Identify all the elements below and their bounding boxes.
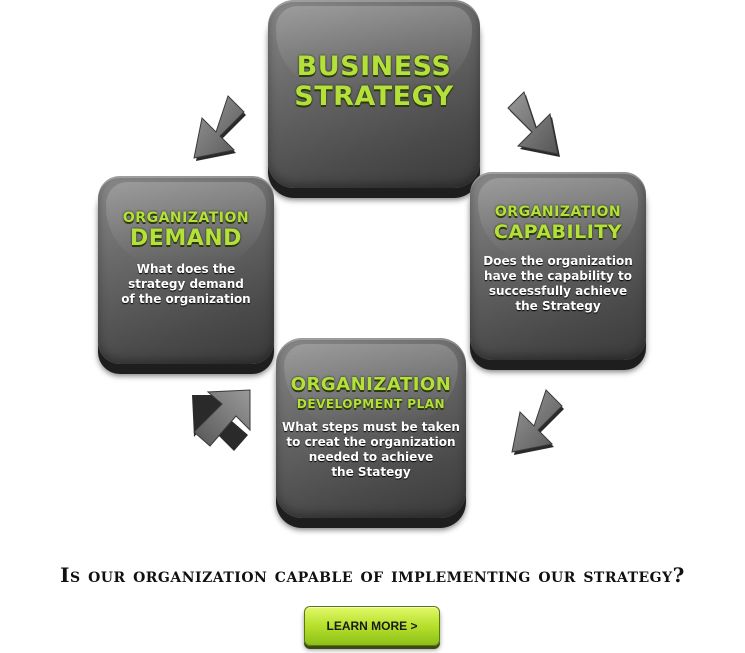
desc-line: the Stategy [331,465,411,479]
desc-line: to creat the organization [286,435,456,449]
organization-development-plan-block: ORGANIZATION DEVELOPMENT PLAN What steps… [276,338,466,518]
desc-line: successfully achieve [488,284,628,298]
organization-capability-description: Does the organization have the capabilit… [470,254,646,314]
organization-capability-title-big: CAPABILITY [494,221,622,243]
business-strategy-title-line1: BUSINESS [296,51,452,82]
business-strategy-title-line2: STRATEGY [294,81,454,112]
organization-development-description: What steps must be taken to creat the or… [276,420,466,480]
desc-line: Does the organization [483,254,633,268]
arrow-down-right-icon [507,91,560,157]
question-heading: Is our organization capable of implement… [60,563,685,587]
desc-line: strategy demand [128,277,244,291]
organization-development-title-big: ORGANIZATION [290,374,452,395]
organization-demand-title-big: DEMAND [130,226,242,251]
organization-capability-title-small: ORGANIZATION [494,204,622,220]
arrow-down-left-icon [511,389,564,455]
desc-line: the Strategy [515,299,601,313]
desc-line: have the capability to [484,269,632,283]
learn-more-button[interactable]: LEARN MORE > [304,606,440,646]
desc-line: of the organization [121,292,251,306]
organization-development-title-small: DEVELOPMENT PLAN [296,397,446,411]
organization-demand-title-small: ORGANIZATION [122,210,250,226]
arrow-down-left-icon [193,95,246,161]
desc-line: What does the [136,262,236,276]
organization-demand-block: ORGANIZATION DEMAND What does the strate… [98,176,274,364]
organization-demand-description: What does the strategy demand of the org… [98,262,274,307]
desc-line: needed to achieve [308,450,434,464]
arrow-up-left-icon [192,389,251,451]
organization-capability-block: ORGANIZATION CAPABILITY Does the organiz… [470,172,646,360]
desc-line: What steps must be taken [282,420,460,434]
business-strategy-block: BUSINESS STRATEGY [268,0,480,188]
